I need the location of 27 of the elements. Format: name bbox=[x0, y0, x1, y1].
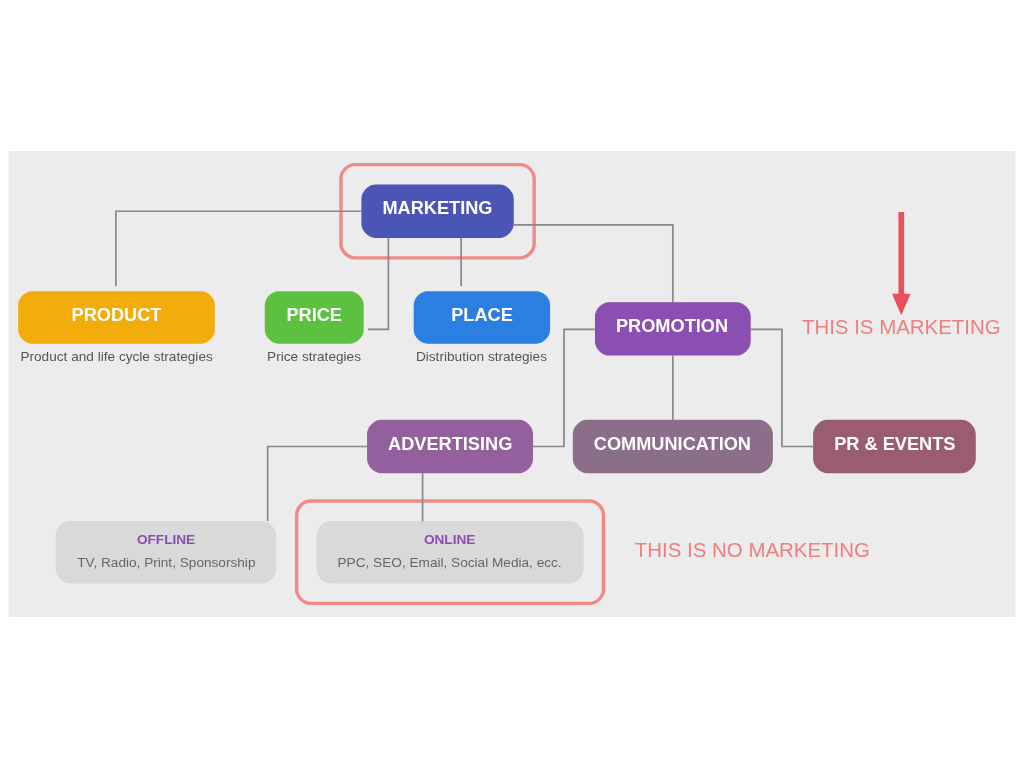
node-box: PRODUCT bbox=[18, 291, 215, 344]
node-box: COMMUNICATION bbox=[572, 419, 773, 474]
cluster bbox=[339, 162, 536, 260]
node-box: PLACE bbox=[413, 291, 551, 344]
connector bbox=[421, 472, 424, 523]
node-box: OFFLINE TV, Radio, Print, Sponsorship bbox=[55, 520, 277, 584]
label: THIS IS NO MARKETING bbox=[634, 538, 870, 562]
node-box: ONLINE PPC, SEO, Email, Social Media, ecc. bbox=[316, 520, 584, 584]
node-box: PROMOTION bbox=[594, 302, 751, 356]
connector bbox=[266, 445, 369, 522]
connector bbox=[749, 328, 815, 448]
node-label: Product and life cycle strategies bbox=[20, 349, 213, 365]
node-box: PRICE bbox=[264, 291, 364, 344]
connector bbox=[367, 236, 390, 331]
connector bbox=[672, 354, 674, 422]
connector bbox=[512, 224, 674, 304]
cluster bbox=[294, 499, 606, 606]
connector bbox=[460, 236, 462, 287]
connector bbox=[531, 328, 597, 448]
node-box: ADVERTISING bbox=[367, 419, 534, 474]
node-box: MARKETING bbox=[361, 184, 514, 238]
connector bbox=[115, 210, 363, 287]
node-text: THIS IS MARKETING bbox=[801, 314, 1001, 338]
node-label: Price strategies bbox=[267, 349, 361, 365]
node-label: Distribution strategies bbox=[415, 349, 547, 365]
arrow bbox=[891, 212, 911, 316]
node-box: PR & EVENTS bbox=[813, 419, 976, 474]
